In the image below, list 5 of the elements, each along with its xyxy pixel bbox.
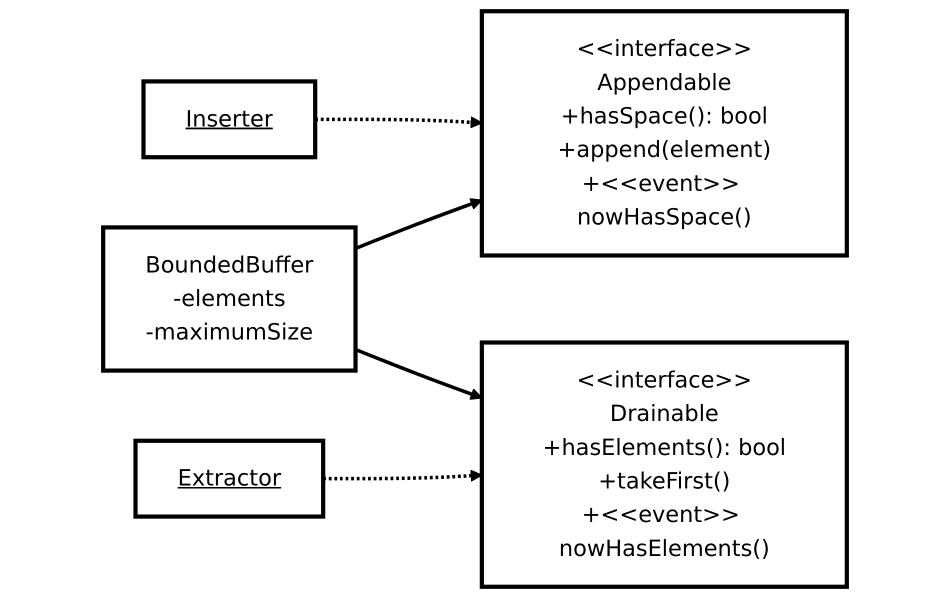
node-box: Extractor [133,438,326,519]
node-box: <<interface>> Appendable +hasSpace(): bool +append(element) +<<event>> nowHasSpace() [480,9,849,258]
node-box: <<interface>> Drainable +hasElements(): bool +takeFirst() +<<event>> nowHasElements() [480,340,849,589]
node-box: Inserter [141,79,318,160]
node-box: BoundedBuffer -elements -maximumSize [101,225,358,373]
